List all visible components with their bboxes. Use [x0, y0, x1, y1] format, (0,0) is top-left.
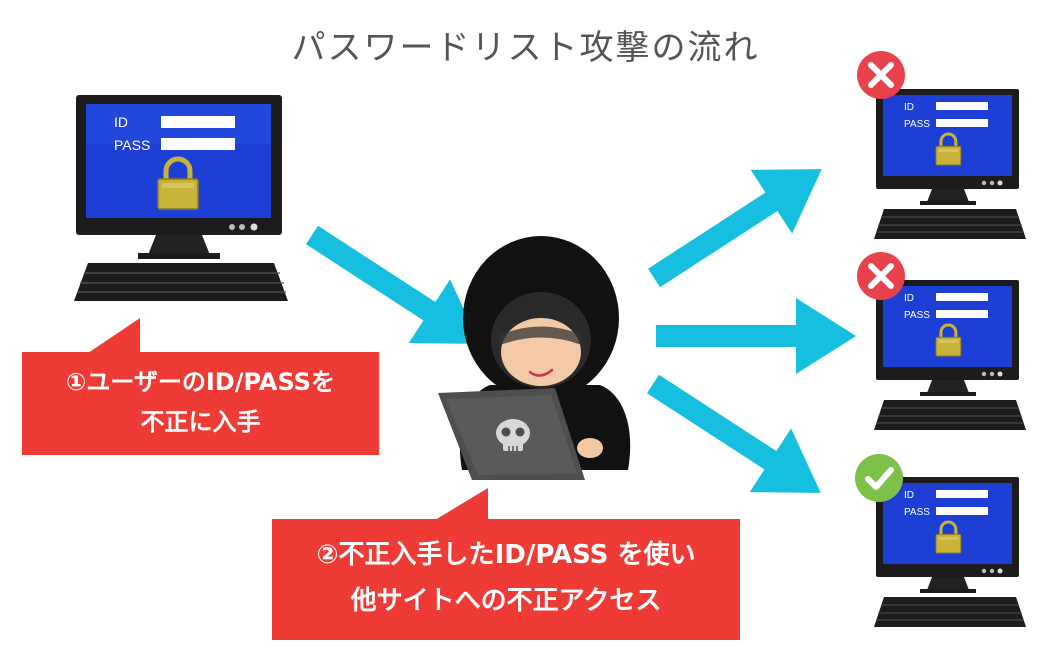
- attacker-hacker: [438, 236, 630, 480]
- id-field: [936, 490, 988, 498]
- pass-label: PASS: [904, 119, 930, 130]
- id-label: ID: [114, 114, 128, 130]
- pass-label: PASS: [114, 137, 150, 153]
- id-label: ID: [904, 102, 914, 113]
- callout-2-text-post: を使い: [608, 540, 695, 570]
- callout-1-line-2: 不正に入手: [22, 402, 379, 442]
- callout-step-1: ①ユーザーのID/PASSを 不正に入手: [22, 352, 379, 455]
- user-computer: ID PASS: [74, 95, 288, 301]
- id-field: [161, 116, 235, 128]
- callout-2-text-pre: ②不正入手した: [317, 540, 495, 570]
- check-icon: [855, 454, 903, 502]
- callout-1-text-bold: ID/PASS: [206, 368, 311, 396]
- callout-2-text-bold: ID/PASS: [495, 540, 609, 570]
- arrow-to-site-1: [633, 137, 842, 310]
- pass-field: [161, 138, 235, 150]
- callout-1-text-pre: ①ユーザーの: [66, 368, 206, 396]
- callout-1-text-post: を: [311, 368, 335, 396]
- id-label: ID: [904, 490, 914, 501]
- pass-field: [936, 310, 988, 318]
- callout-2-line-2: 他サイトへの不正アクセス: [272, 578, 740, 624]
- callout-2-tail: [435, 488, 488, 520]
- pass-field: [936, 119, 988, 127]
- arrow-to-site-3: [632, 352, 841, 525]
- x-icon: [857, 252, 905, 300]
- pass-label: PASS: [904, 507, 930, 518]
- target-site-1: ID PASS: [874, 89, 1026, 239]
- id-field: [936, 102, 988, 110]
- arrow-to-site-2: [656, 298, 856, 374]
- pass-field: [936, 507, 988, 515]
- id-field: [936, 293, 988, 301]
- callout-1-tail: [88, 318, 140, 353]
- id-label: ID: [904, 293, 914, 304]
- callout-step-2: ②不正入手したID/PASS を使い 他サイトへの不正アクセス: [272, 519, 740, 640]
- target-site-3: ID PASS: [874, 477, 1026, 627]
- x-icon: [857, 51, 905, 99]
- target-site-2: ID PASS: [874, 280, 1026, 430]
- pass-label: PASS: [904, 310, 930, 321]
